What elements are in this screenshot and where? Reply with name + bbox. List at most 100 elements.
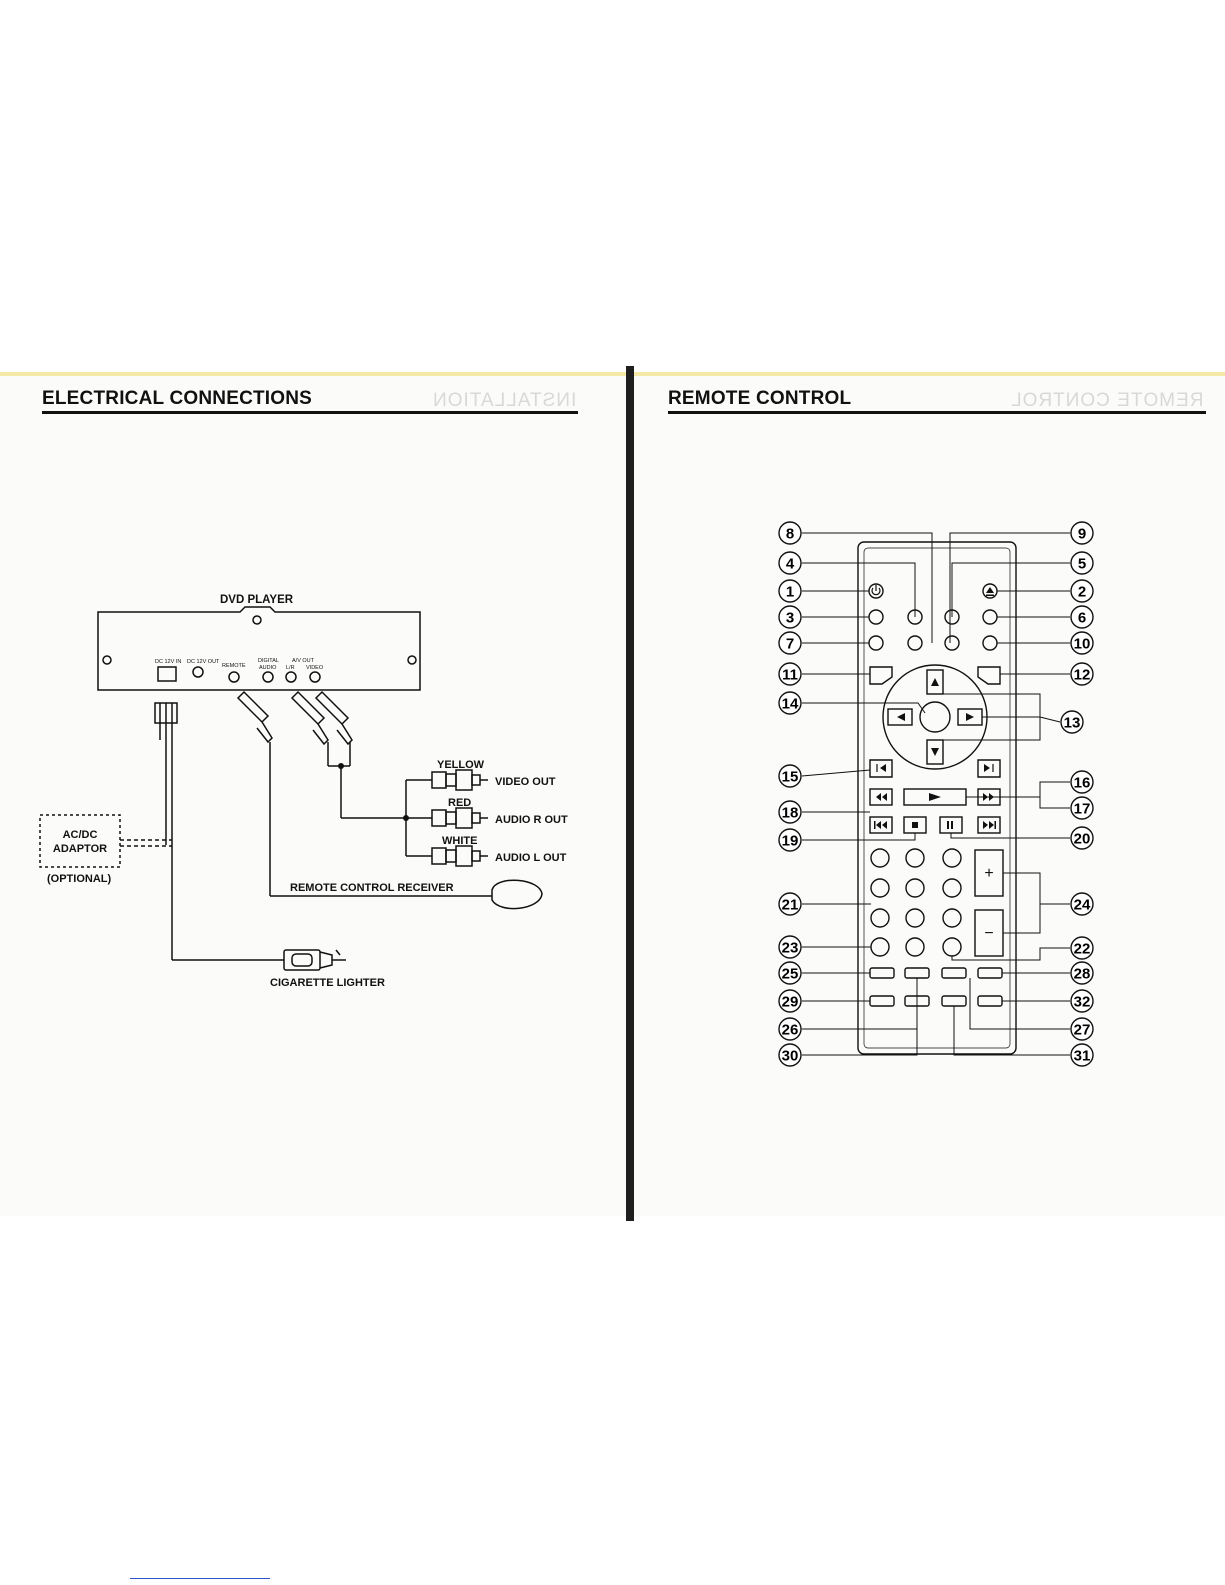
svg-text:15: 15 bbox=[782, 769, 799, 786]
button-25[interactable] bbox=[869, 967, 895, 979]
svg-text:7: 7 bbox=[786, 636, 794, 653]
svg-text:19: 19 bbox=[782, 833, 799, 850]
video-port bbox=[309, 671, 321, 683]
svg-text:31: 31 bbox=[1074, 1048, 1091, 1065]
svg-text:14: 14 bbox=[782, 696, 799, 713]
svg-text:27: 27 bbox=[1074, 1022, 1091, 1039]
callout-13: 13 bbox=[1060, 710, 1084, 734]
adaptor-optional-label: (OPTIONAL) bbox=[47, 873, 111, 885]
adaptor-label-2: ADAPTOR bbox=[53, 843, 107, 855]
numpad-button[interactable] bbox=[942, 878, 962, 898]
cigarette-lighter-plug bbox=[283, 949, 346, 971]
yellow-rca-plug bbox=[431, 769, 488, 791]
numpad-button[interactable] bbox=[905, 848, 925, 868]
callout-29: 29 bbox=[778, 989, 802, 1013]
arrow-down-icon bbox=[931, 748, 939, 756]
left-button[interactable] bbox=[887, 708, 913, 726]
callout-2: 2 bbox=[1070, 579, 1094, 603]
dvd-player-body bbox=[97, 606, 421, 691]
video-port-label: VIDEO bbox=[306, 665, 324, 671]
button-12[interactable] bbox=[977, 666, 1001, 685]
svg-text:5: 5 bbox=[1078, 556, 1086, 573]
dc-out-port bbox=[192, 666, 204, 678]
callout-32: 32 bbox=[1070, 989, 1094, 1013]
svg-text:16: 16 bbox=[1074, 775, 1091, 792]
svg-text:1: 1 bbox=[786, 584, 794, 601]
button-11[interactable] bbox=[869, 666, 893, 685]
step-forward-button[interactable] bbox=[977, 759, 1001, 778]
remote-control-diagram: + − bbox=[778, 521, 1094, 1067]
callout-1: 1 bbox=[778, 579, 802, 603]
svg-text:23: 23 bbox=[782, 940, 799, 957]
electrical-connections-title: ELECTRICAL CONNECTIONS bbox=[42, 388, 313, 409]
button-28[interactable] bbox=[977, 967, 1003, 979]
arrow-left-icon bbox=[897, 713, 905, 721]
right-title-rule bbox=[668, 411, 1206, 414]
svg-text:20: 20 bbox=[1074, 831, 1091, 848]
volume-plus-label: + bbox=[984, 865, 993, 882]
numpad-button[interactable] bbox=[870, 848, 890, 868]
rewind-icon bbox=[876, 793, 887, 801]
dvd-player-label: DVD PLAYER bbox=[220, 594, 294, 606]
callout-18: 18 bbox=[778, 800, 802, 824]
callout-26: 26 bbox=[778, 1017, 802, 1041]
eject-icon bbox=[986, 587, 994, 596]
numpad-button[interactable] bbox=[942, 937, 962, 957]
callout-3: 3 bbox=[778, 605, 802, 629]
button-31[interactable] bbox=[941, 995, 967, 1007]
white-label: WHITE bbox=[442, 835, 477, 847]
button-32[interactable] bbox=[977, 995, 1003, 1007]
callout-5: 5 bbox=[1070, 551, 1094, 575]
callout-22: 22 bbox=[1070, 936, 1094, 960]
svg-text:12: 12 bbox=[1074, 667, 1091, 684]
rewind-button[interactable] bbox=[869, 788, 893, 806]
button-3[interactable] bbox=[868, 609, 884, 625]
step-back-button[interactable] bbox=[869, 759, 893, 778]
button-10[interactable] bbox=[982, 635, 998, 651]
book-spine bbox=[626, 366, 634, 1221]
numpad-button[interactable] bbox=[870, 937, 890, 957]
page-top-strip bbox=[0, 372, 1225, 376]
numpad-button[interactable] bbox=[942, 908, 962, 928]
audio-l-out-label: AUDIO L OUT bbox=[495, 852, 567, 864]
next-icon bbox=[983, 821, 996, 829]
callout-24: 24 bbox=[1070, 892, 1094, 916]
bottom-edge-mark bbox=[130, 1578, 270, 1579]
callout-20: 20 bbox=[1070, 826, 1094, 850]
callout-7: 7 bbox=[778, 631, 802, 655]
stop-icon bbox=[912, 822, 918, 828]
numpad-button[interactable] bbox=[870, 878, 890, 898]
lr-port-label: L/R bbox=[286, 665, 295, 671]
next-button[interactable] bbox=[977, 816, 1001, 834]
numpad-button[interactable] bbox=[905, 937, 925, 957]
svg-text:3: 3 bbox=[786, 610, 794, 627]
previous-button[interactable] bbox=[869, 816, 893, 834]
numpad-button[interactable] bbox=[942, 848, 962, 868]
svg-text:28: 28 bbox=[1074, 966, 1091, 983]
button-8[interactable] bbox=[907, 635, 923, 651]
remote-port-label: REMOTE bbox=[222, 663, 246, 669]
down-button[interactable] bbox=[926, 739, 944, 765]
svg-text:30: 30 bbox=[782, 1048, 799, 1065]
button-26[interactable] bbox=[904, 967, 930, 979]
button-27[interactable] bbox=[941, 967, 967, 979]
callout-30: 30 bbox=[778, 1043, 802, 1067]
up-button[interactable] bbox=[926, 669, 944, 695]
callout-19: 19 bbox=[778, 828, 802, 852]
button-29[interactable] bbox=[869, 995, 895, 1007]
callout-31: 31 bbox=[1070, 1043, 1094, 1067]
callout-9: 9 bbox=[1070, 521, 1094, 545]
audio-r-out-label: AUDIO R OUT bbox=[495, 814, 568, 826]
numpad-button[interactable] bbox=[905, 878, 925, 898]
remote-receiver-sensor bbox=[491, 879, 543, 910]
numpad-button[interactable] bbox=[870, 908, 890, 928]
button-6[interactable] bbox=[982, 609, 998, 625]
digital-port-label: DIGITAL bbox=[258, 658, 279, 664]
svg-text:13: 13 bbox=[1064, 715, 1081, 732]
enter-button[interactable] bbox=[919, 701, 951, 733]
button-7[interactable] bbox=[868, 635, 884, 651]
button-9[interactable] bbox=[944, 635, 960, 651]
dc-in-port-label: DC 12V IN bbox=[155, 659, 181, 665]
callout-12: 12 bbox=[1070, 662, 1094, 686]
numpad-button[interactable] bbox=[905, 908, 925, 928]
